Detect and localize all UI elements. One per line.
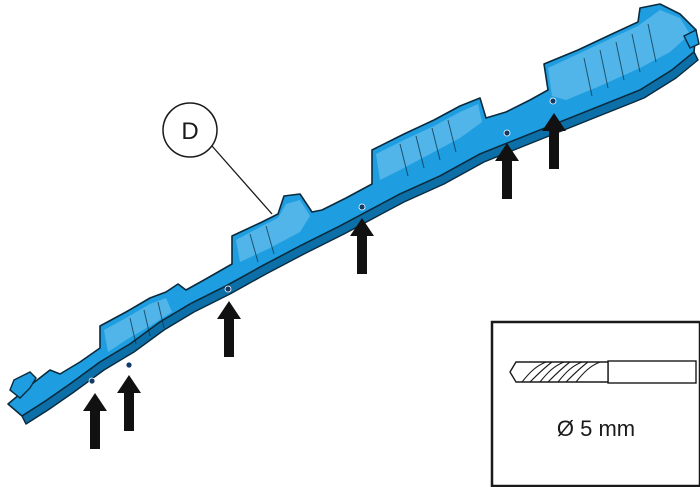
inset-frame xyxy=(490,320,700,487)
drill-holes xyxy=(88,97,557,385)
callout-circle xyxy=(162,102,218,158)
drill-hole xyxy=(358,203,366,211)
drill-bit-icon xyxy=(509,360,697,384)
callout: D xyxy=(162,102,273,215)
bracket-left-clip xyxy=(9,371,37,399)
bracket-right-clip xyxy=(683,28,700,49)
drill-size-label: Ø 5 mm xyxy=(557,416,635,441)
callout-label: D xyxy=(181,118,198,145)
bracket-flange xyxy=(21,51,699,425)
bracket-block-2 xyxy=(236,200,310,262)
drill-inset: Ø 5 mm xyxy=(490,320,700,487)
bracket-part xyxy=(7,3,700,425)
up-arrow-icon xyxy=(117,375,141,431)
bracket-block-3 xyxy=(376,104,482,180)
drill-hole xyxy=(549,97,557,105)
bracket-block-1 xyxy=(104,298,172,352)
up-arrow-icon xyxy=(217,301,241,357)
bracket-ribs xyxy=(129,23,657,345)
drill-hole xyxy=(224,285,232,293)
up-arrow-icon xyxy=(83,393,107,449)
drill-hole xyxy=(88,377,96,385)
callout-leader xyxy=(211,145,273,215)
drill-hole xyxy=(125,361,133,369)
drill-hole xyxy=(503,129,511,137)
